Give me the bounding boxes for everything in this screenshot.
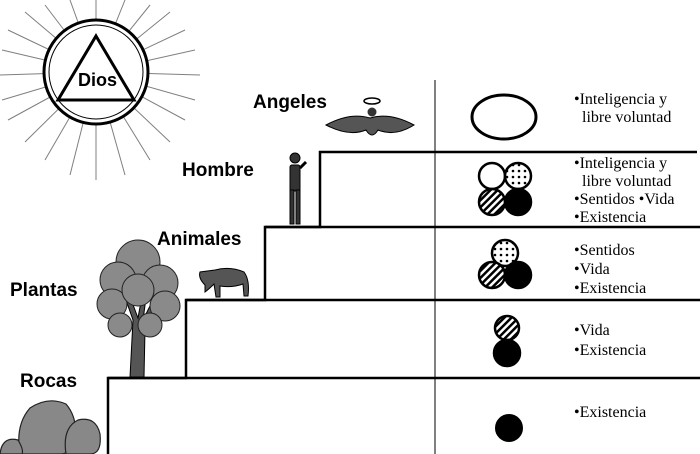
angel-symbol [470,93,538,141]
god-label: Dios [78,70,118,90]
attribute-item: libre voluntad [582,173,672,190]
man-symbol [477,161,533,217]
attributes-rocas: •Existencia [574,404,646,422]
attribute-item: libre voluntad [582,109,672,126]
attribute-item: •Vida [574,261,610,278]
attribute-item: •Sentidos [574,242,635,259]
rocks-illustration [0,400,101,454]
attribute-item: •Existencia [574,280,647,297]
attribute-item: •Existencia [574,404,647,421]
attribute-item: •Existencia [574,209,647,226]
god-sun-emblem [0,0,201,180]
attributes-hombre: •Inteligencia y libre voluntad •Sentidos… [574,155,674,227]
attributes-plantas: •Vida •Existencia [574,321,646,361]
attribute-item: •Inteligencia y [574,155,668,172]
man-illustration [289,152,308,225]
level-label-hombre: Hombre [182,160,254,181]
attributes-animales: •Sentidos •Vida •Existencia [574,241,646,298]
level-label-animales: Animales [157,229,242,250]
level-label-angeles: Angeles [253,92,327,113]
attribute-item: •Inteligencia y [574,91,668,108]
attribute-item: •Existencia [574,342,647,359]
attribute-item: •Vida [574,322,610,339]
tree-illustration [96,239,181,378]
staircase [106,150,700,454]
animal-symbol [477,238,533,290]
level-label-rocas: Rocas [20,371,78,392]
attribute-item: •Sentidos •Vida [574,191,675,208]
plant-symbol [492,314,522,368]
level-label-plantas: Plantas [10,280,78,301]
angel-illustration [324,97,415,136]
rock-symbol [495,414,523,442]
horse-illustration [199,267,249,298]
attributes-angeles: •Inteligencia y libre voluntad [574,91,671,127]
